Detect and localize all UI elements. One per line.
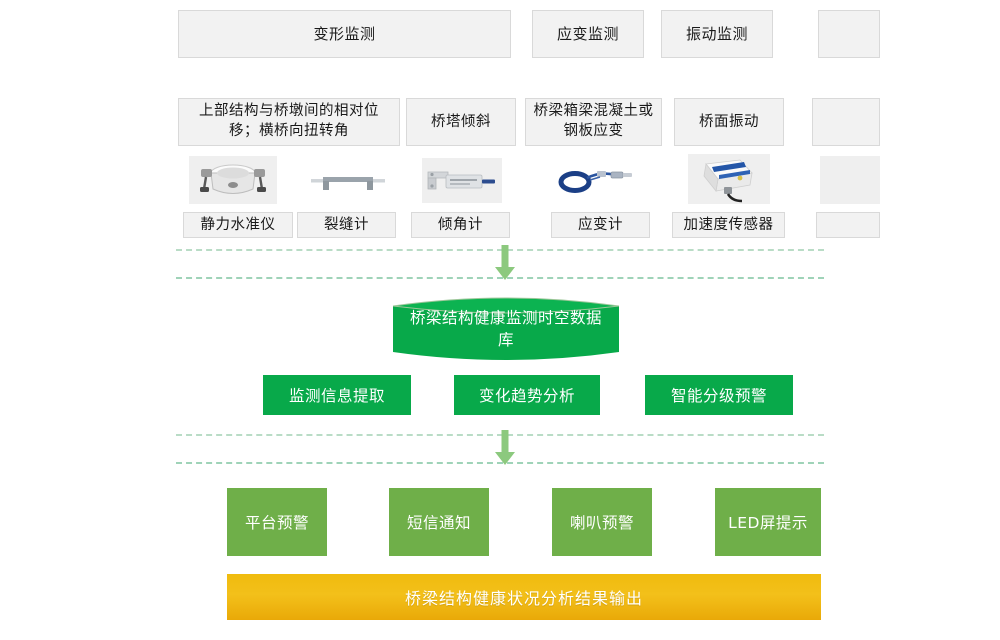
accelerometer-icon bbox=[688, 154, 770, 204]
monitoring-category-box[interactable]: 应变监测 bbox=[532, 10, 644, 58]
monitoring-category-box[interactable]: 变形监测 bbox=[178, 10, 511, 58]
alert-channel-label: LED屏提示 bbox=[728, 514, 808, 532]
sensor-label-box[interactable]: 静力水准仪 bbox=[183, 212, 293, 238]
inclinometer-icon bbox=[422, 158, 502, 203]
measured-parameter-label: 桥塔倾斜 bbox=[431, 113, 491, 130]
measured-parameter-label: 桥梁箱梁混凝土或钢板应变 bbox=[533, 103, 654, 139]
alert-channel-box[interactable]: LED屏提示 bbox=[715, 488, 821, 556]
analysis-module-label: 智能分级预警 bbox=[670, 387, 767, 405]
sensor-label: 倾角计 bbox=[438, 216, 483, 233]
monitoring-category-label: 变形监测 bbox=[313, 24, 376, 43]
measured-parameter-box-cutoff[interactable] bbox=[812, 98, 880, 146]
measured-parameter-box[interactable]: 桥塔倾斜 bbox=[406, 98, 516, 146]
sensor-label-box[interactable]: 裂缝计 bbox=[297, 212, 396, 238]
strain-gauge-icon bbox=[553, 157, 639, 204]
static-level-gauge-icon bbox=[189, 156, 277, 204]
monitoring-category-box-cutoff[interactable] bbox=[818, 10, 880, 58]
dashed-divider-top-2 bbox=[176, 277, 824, 279]
dashed-divider-top-1 bbox=[176, 249, 824, 251]
measured-parameter-label: 桥面振动 bbox=[699, 113, 759, 130]
alert-channel-box[interactable]: 喇叭预警 bbox=[552, 488, 652, 556]
crack-meter-icon bbox=[305, 163, 391, 199]
measured-parameter-box[interactable]: 桥面振动 bbox=[674, 98, 784, 146]
sensor-label-box[interactable]: 倾角计 bbox=[411, 212, 510, 238]
analysis-module-box[interactable]: 监测信息提取 bbox=[263, 375, 411, 415]
sensor-label: 裂缝计 bbox=[324, 216, 369, 233]
sensor-label: 加速度传感器 bbox=[683, 216, 774, 233]
analysis-module-label: 变化趋势分析 bbox=[478, 387, 575, 405]
measured-parameter-box[interactable]: 桥梁箱梁混凝土或钢板应变 bbox=[525, 98, 662, 146]
sensor-label: 应变计 bbox=[578, 216, 623, 233]
monitoring-category-box[interactable]: 振动监测 bbox=[661, 10, 773, 58]
measured-parameter-box[interactable]: 上部结构与桥墩间的相对位移；横桥向扭转角 bbox=[178, 98, 400, 146]
alert-channel-label: 喇叭预警 bbox=[569, 514, 634, 532]
sensor-label-box[interactable]: 应变计 bbox=[551, 212, 650, 238]
dashed-divider-bottom-2 bbox=[176, 462, 824, 464]
output-result-label: 桥梁结构健康状况分析结果输出 bbox=[404, 589, 643, 608]
alert-channel-label: 平台预警 bbox=[244, 514, 309, 532]
measured-parameter-label: 上部结构与桥墩间的相对位移；横桥向扭转角 bbox=[199, 103, 379, 139]
monitoring-category-label: 振动监测 bbox=[685, 24, 748, 43]
alert-channel-box[interactable]: 短信通知 bbox=[389, 488, 489, 556]
analysis-module-label: 监测信息提取 bbox=[288, 387, 385, 405]
analysis-module-box[interactable]: 变化趋势分析 bbox=[454, 375, 600, 415]
alert-channel-box[interactable]: 平台预警 bbox=[227, 488, 327, 556]
dashed-divider-bottom-1 bbox=[176, 434, 824, 436]
sensor-label-box-cutoff[interactable] bbox=[816, 212, 880, 238]
cutoff-sensor-icon bbox=[820, 156, 880, 204]
database-cylinder[interactable]: 桥梁结构健康监测时空数据库 bbox=[393, 296, 619, 362]
monitoring-category-label: 应变监测 bbox=[556, 24, 619, 43]
down-arrow-icon bbox=[493, 430, 517, 466]
sensor-label: 静力水准仪 bbox=[200, 216, 276, 233]
output-result-bar[interactable]: 桥梁结构健康状况分析结果输出 bbox=[227, 574, 821, 620]
alert-channel-label: 短信通知 bbox=[406, 514, 471, 532]
analysis-module-box[interactable]: 智能分级预警 bbox=[645, 375, 793, 415]
database-label: 桥梁结构健康监测时空数据库 bbox=[409, 308, 602, 349]
down-arrow-icon bbox=[493, 245, 517, 281]
sensor-label-box[interactable]: 加速度传感器 bbox=[672, 212, 785, 238]
